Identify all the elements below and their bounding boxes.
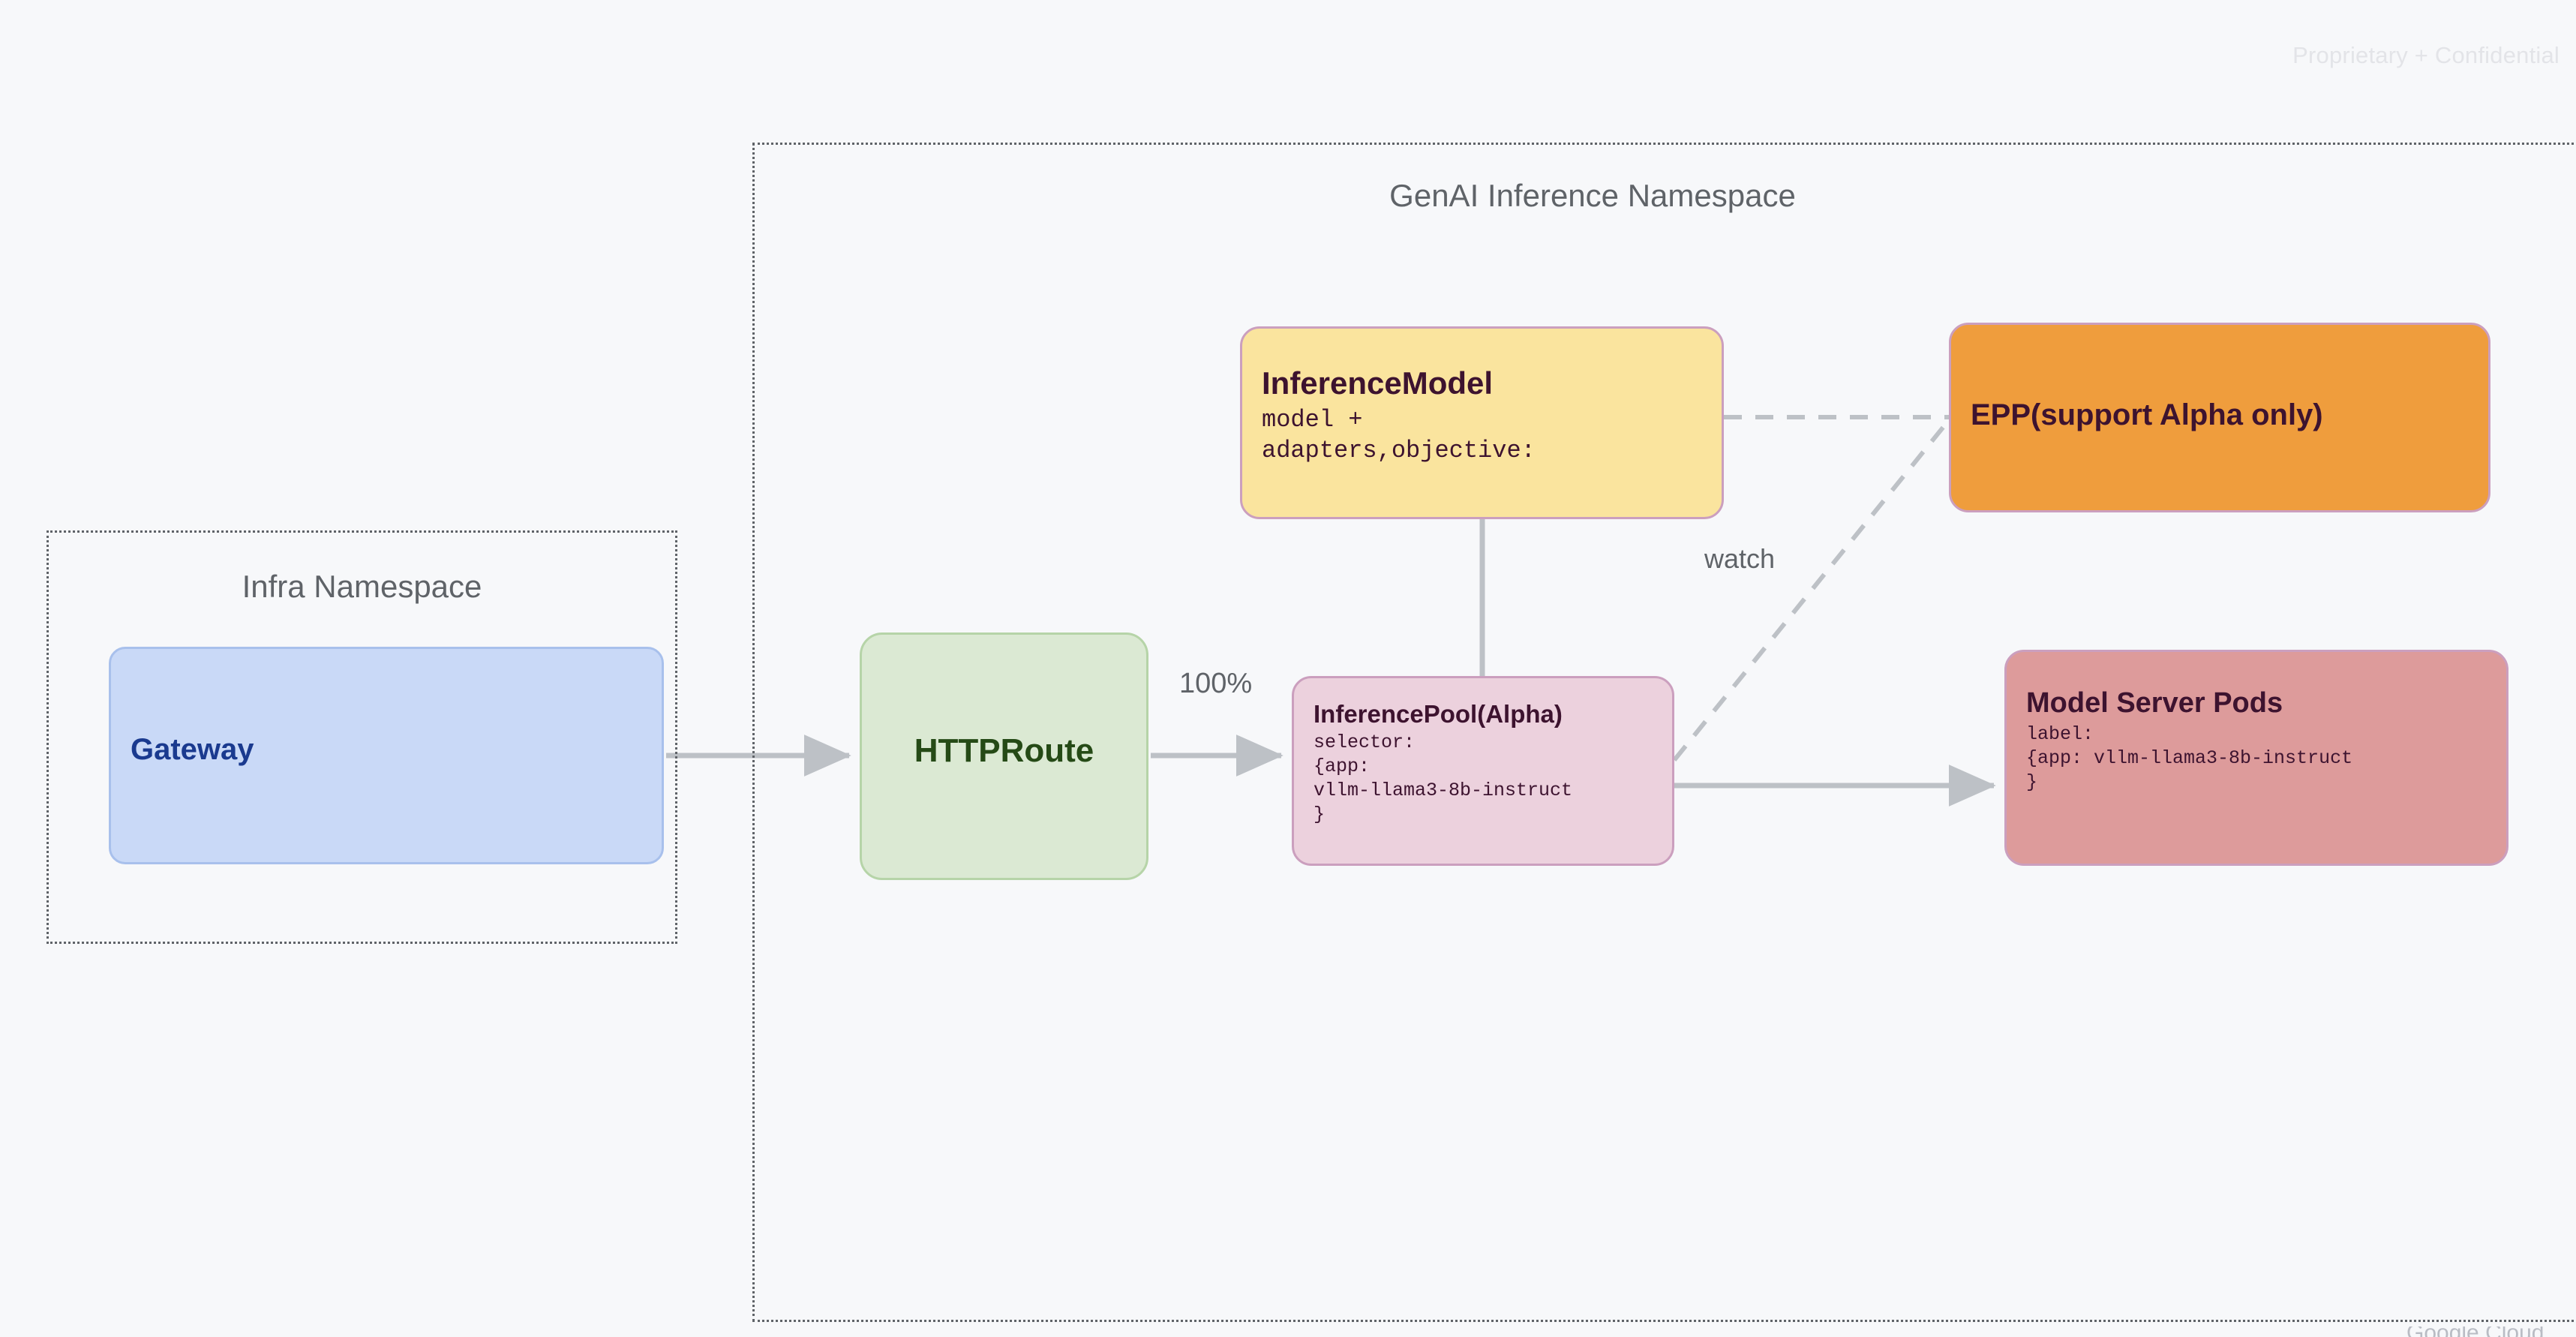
confidentiality-watermark: Proprietary + Confidential xyxy=(2292,42,2559,68)
node-gateway-title: Gateway xyxy=(131,733,254,766)
node-httproute[interactable]: HTTPRoute xyxy=(860,632,1148,880)
node-model-server-pods-subtitle: label: {app: vllm-llama3-8b-instruct } xyxy=(2026,723,2353,793)
node-inferencemodel-subtitle: model + adapters,objective: xyxy=(1262,406,1536,465)
bottom-edge-artifact: Google Cloud xyxy=(2406,1326,2556,1337)
node-gateway[interactable]: Gateway xyxy=(109,647,664,864)
node-inferencepool-subtitle: selector: {app: vllm-llama3-8b-instruct … xyxy=(1314,732,1573,826)
edge-label-traffic-weight: 100% xyxy=(1179,668,1253,699)
edge-inferencepool-to-epp xyxy=(1672,419,1951,762)
node-model-server-pods-title: Model Server Pods xyxy=(2026,687,2283,719)
node-httproute-title: HTTPRoute xyxy=(914,732,1094,769)
namespace-infra-title: Infra Namespace xyxy=(242,569,482,604)
namespace-genai-inference-title: GenAI Inference Namespace xyxy=(1389,178,1796,213)
node-inferencepool-title: InferencePool(Alpha) xyxy=(1314,700,1563,728)
node-inferencemodel-title: InferenceModel xyxy=(1262,365,1494,401)
node-inferencemodel[interactable]: InferenceModel model + adapters,objectiv… xyxy=(1240,326,1724,519)
node-model-server-pods[interactable]: Model Server Pods label: {app: vllm-llam… xyxy=(2004,650,2508,866)
namespace-genai-inference xyxy=(752,143,2576,1322)
edge-label-watch: watch xyxy=(1704,543,1776,574)
bottom-edge-artifact-text: Google Cloud xyxy=(2406,1326,2556,1337)
node-inferencepool[interactable]: InferencePool(Alpha) selector: {app: vll… xyxy=(1292,676,1674,866)
namespace-infra xyxy=(47,530,677,944)
node-epp-title: EPP(support Alpha only) xyxy=(1971,398,2323,431)
node-epp[interactable]: EPP(support Alpha only) xyxy=(1949,323,2490,512)
